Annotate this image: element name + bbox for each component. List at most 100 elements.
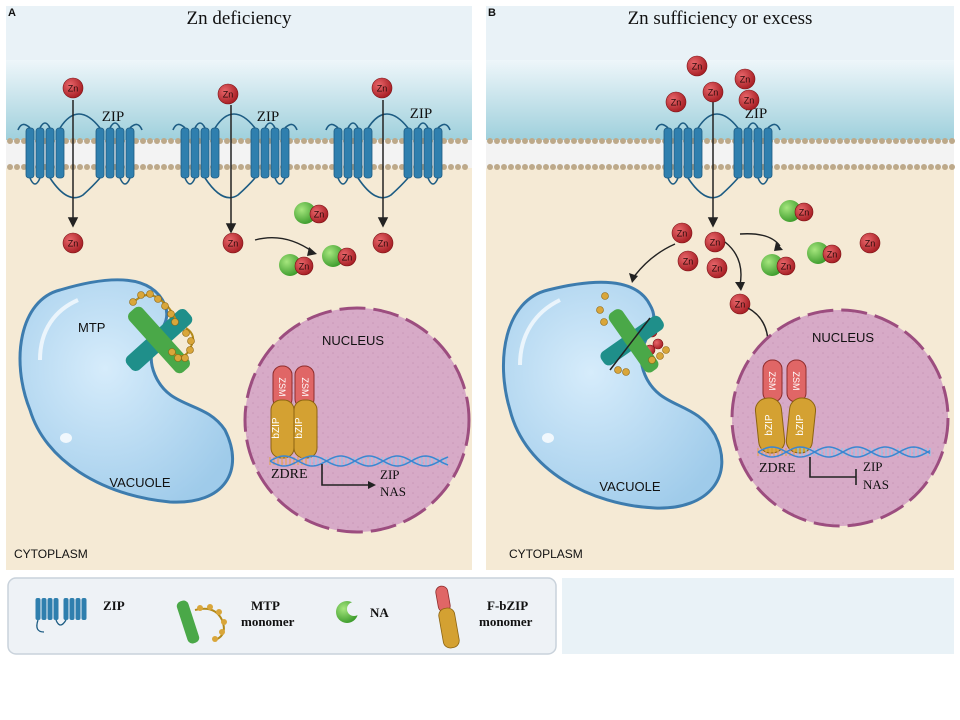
legend-mtp-line1: MTP	[251, 598, 280, 613]
panel-a-nucleus-label: NUCLEUS	[322, 333, 384, 348]
svg-text:Zn: Zn	[68, 239, 79, 249]
panel-a-na-zn-2	[279, 254, 301, 276]
process-arrows	[254, 233, 781, 351]
panel-a-extracellular	[6, 60, 472, 140]
legend-zip-icon	[35, 598, 87, 633]
panel-a-zn-outside-2: Zn	[217, 83, 239, 105]
panel-a-membrane	[6, 138, 472, 170]
panel-b-zsm-1: ZSM	[767, 372, 777, 391]
panel-a-zn-inside-3: Zn	[372, 232, 394, 254]
panel-a-bzip-2: bZIP	[294, 417, 305, 438]
panel-b-zn-inside-4: Zn	[706, 257, 728, 279]
panel-b-repression-symbol	[809, 457, 857, 485]
svg-text:Zn: Zn	[735, 300, 746, 310]
panel-b-nucleus: NUCLEUS	[730, 308, 950, 528]
panel-a-zip-label-1: ZIP	[102, 109, 125, 125]
svg-text:Zn: Zn	[314, 210, 325, 220]
panel-b-zn-inside-1: Zn	[671, 222, 693, 244]
panel-a-na-zn-2-zn: Zn	[294, 256, 314, 276]
panel-a-cytoplasm-label: CYTOPLASM	[14, 547, 88, 561]
panel-a-zn-inside-2: Zn	[222, 232, 244, 254]
panel-b-zip-transporter	[655, 113, 781, 199]
uptake-arrows	[67, 100, 719, 234]
panel-b-zn-outside-5: Zn	[738, 89, 760, 111]
svg-text:Zn: Zn	[683, 257, 694, 267]
svg-text:Zn: Zn	[228, 239, 239, 249]
legend: ZIP MTP monomer NA F-bZIP monomer	[7, 577, 557, 655]
panel-b-membrane	[486, 138, 955, 170]
svg-text:Zn: Zn	[671, 98, 682, 108]
panel-a-na-zn-1	[294, 202, 316, 224]
legend-mtp-line2: monomer	[241, 614, 295, 629]
panel-b-cytoplasm-label: CYTOPLASM	[509, 547, 583, 561]
legend-fbzip-line1: F-bZIP	[487, 598, 528, 613]
panel-a-dna	[269, 455, 449, 467]
panel-b-vacuole: VACUOLE	[501, 280, 724, 510]
panel-a-nucleus: NUCLEUS	[243, 306, 471, 534]
legend-fbzip-line2: monomer	[479, 614, 533, 629]
legend-fbzip-icon	[435, 585, 460, 649]
svg-text:Zn: Zn	[378, 239, 389, 249]
legend-na-label: NA	[370, 605, 389, 620]
svg-text:Zn: Zn	[692, 62, 703, 72]
panel-b-zn-inside-3: Zn	[677, 250, 699, 272]
svg-text:Zn: Zn	[223, 90, 234, 100]
panel-a-vacuole-label: VACUOLE	[109, 475, 170, 490]
panel-b-zn-outside-4: Zn	[665, 91, 687, 113]
svg-text:Zn: Zn	[744, 96, 755, 106]
legend-mtp-icon	[176, 600, 227, 644]
panel-a-target-zip: ZIP	[380, 467, 400, 482]
panel-a-na-zn-1-zn: Zn	[309, 204, 329, 224]
panel-a-zn-outside-3: Zn	[371, 77, 393, 99]
legend-zip-label: ZIP	[103, 598, 125, 613]
panel-b-letter: B	[488, 7, 496, 19]
svg-text:Zn: Zn	[299, 262, 310, 272]
panel-a-zip-transporter-1	[17, 113, 143, 199]
panel-b-fbzip-dimer: ZSM ZSM bZIP bZIP	[754, 359, 817, 454]
panel-b-zsm-2: ZSM	[791, 372, 801, 391]
panel-b-extracellular	[486, 60, 954, 140]
panel-a-na-zn-3	[322, 245, 344, 267]
panel-a-zip-label-3: ZIP	[410, 106, 433, 122]
panel-b-na-zn-3-zn: Zn	[776, 256, 796, 276]
svg-text:Zn: Zn	[708, 88, 719, 98]
panel-b-na-zn-1	[779, 200, 801, 222]
panel-b-zn-inside-5: Zn	[729, 293, 751, 315]
panel-b-zn-inside-2: Zn	[704, 231, 726, 253]
panel-b-vacuole-label: VACUOLE	[599, 479, 660, 494]
svg-text:Zn: Zn	[827, 250, 838, 260]
svg-text:Zn: Zn	[740, 75, 751, 85]
panel-b-na-zn-2	[807, 242, 829, 264]
panel-a-na-zn-3-zn: Zn	[337, 247, 357, 267]
panel-a-mtp: MTP	[78, 290, 195, 374]
panel-b-bzip-1: bZIP	[764, 414, 775, 435]
panel-b-na-zn-2-zn: Zn	[822, 244, 842, 264]
svg-text:Zn: Zn	[677, 229, 688, 239]
panel-b-bzip-2: bZIP	[795, 414, 806, 435]
svg-text:Zn: Zn	[712, 264, 723, 274]
svg-text:Zn: Zn	[68, 84, 79, 94]
panel-a-activation-arrow	[321, 464, 370, 486]
legend-na-icon	[336, 601, 361, 623]
svg-text:Zn: Zn	[342, 253, 353, 263]
panel-b-nucleus-label: NUCLEUS	[812, 330, 874, 345]
svg-text:Zn: Zn	[377, 84, 388, 94]
svg-text:Zn: Zn	[710, 238, 721, 248]
svg-text:Zn: Zn	[799, 208, 810, 218]
panel-b-mtp	[596, 292, 670, 376]
panel-b-zdre-label: ZDRE	[759, 461, 796, 476]
panel-b-dna	[757, 446, 931, 458]
panel-a-letter: A	[8, 7, 16, 19]
panel-a-mtp-label: MTP	[78, 320, 105, 335]
panel-b-zn-outside-2: Zn	[734, 68, 756, 90]
panel-b-title: Zn sufficiency or excess	[628, 8, 813, 29]
panel-a-zdre-label: ZDRE	[271, 467, 308, 482]
panel-b-na-zn-1-zn: Zn	[794, 202, 814, 222]
panel-a-zip-label-2: ZIP	[257, 109, 280, 125]
panel-b-zn-on-mtp-10	[652, 338, 664, 350]
panel-a-vacuole: VACUOLE	[18, 278, 235, 504]
svg-text:Zn: Zn	[781, 262, 792, 272]
panel-b-na-zn-3	[761, 254, 783, 276]
panel-a-zn-inside-1: Zn	[62, 232, 84, 254]
